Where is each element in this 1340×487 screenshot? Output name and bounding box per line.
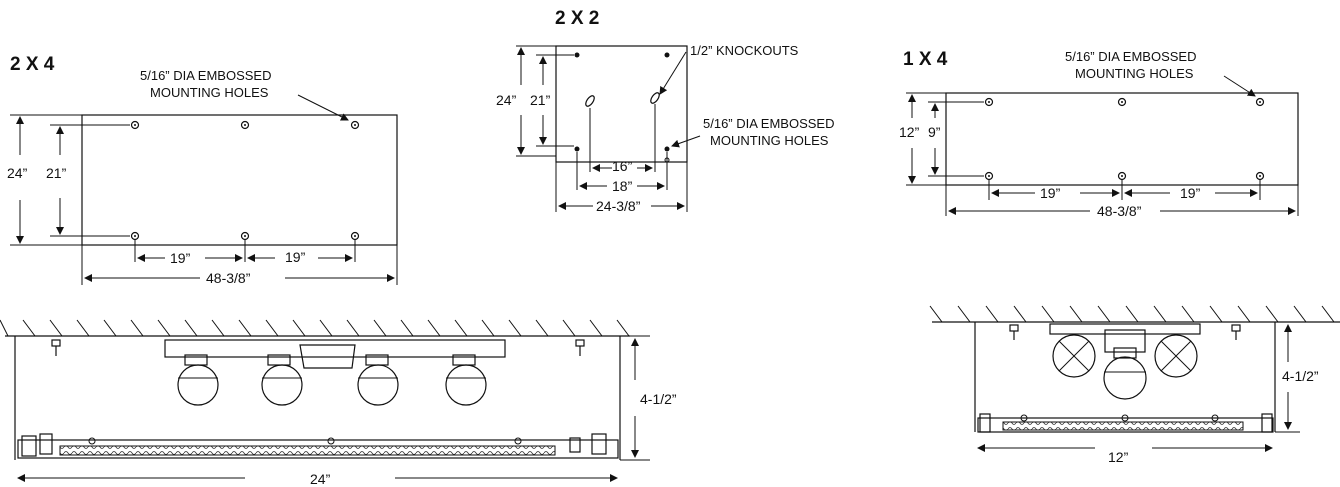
panel-2x2-width: 24-3/8” <box>596 198 641 214</box>
panel-1x4-height-inner: 9” <box>928 124 941 140</box>
section-large-width: 24” <box>310 471 331 487</box>
lamps <box>1052 334 1198 400</box>
ceiling-hatch <box>0 319 630 337</box>
callout-leader <box>297 94 349 121</box>
panel-1x4-outline <box>945 92 1299 186</box>
door-frame <box>977 413 1274 433</box>
panel-1x4-width: 48-3/8” <box>1097 203 1142 219</box>
panel-2x4-height-outer: 24” <box>7 165 28 181</box>
panel-2x4-callout-line1: 5/16” DIA EMBOSSED <box>140 68 272 83</box>
door-frame <box>17 433 619 459</box>
section-view-large: 4-1/2” 24” <box>0 319 677 487</box>
panel-2x2: 2 X 2 1/2” KNOCKOUTS 5/16” DIA EMBOSSED … <box>496 8 835 214</box>
mounting-holes <box>574 52 670 152</box>
panel-2x4-spacing-left: 19” <box>170 250 191 266</box>
mounting-bolts <box>1009 324 1241 340</box>
ballast-box <box>299 344 356 369</box>
panel-2x2-title: 2 X 2 <box>555 8 599 29</box>
panel-1x4: 1 X 4 5/16” DIA EMBOSSED MOUNTING HOLES … <box>899 49 1299 219</box>
panel-2x4-title: 2 X 4 <box>10 54 55 75</box>
mounting-holes <box>984 97 1265 181</box>
panel-2x2-callout-line1: 5/16” DIA EMBOSSED <box>703 116 835 131</box>
section-large-depth: 4-1/2” <box>640 391 677 407</box>
panel-2x4-width: 48-3/8” <box>206 270 251 286</box>
section-small-width: 12” <box>1108 449 1129 465</box>
knockouts-leader <box>659 51 687 95</box>
ballast-box <box>1104 329 1146 353</box>
lamp-bracket <box>1049 323 1201 335</box>
panel-2x2-height-inner: 21” <box>530 92 551 108</box>
ceiling-hatch <box>929 305 1335 323</box>
panel-1x4-height-outer: 12” <box>899 124 920 140</box>
panel-2x4-outline <box>81 114 398 246</box>
mounting-bolts <box>51 339 585 356</box>
lamps <box>177 364 487 406</box>
callout-leader <box>671 135 701 148</box>
panel-2x2-spacing-inner: 16” <box>612 158 633 174</box>
lamp-bracket <box>164 339 506 358</box>
panel-2x2-callout-line2: MOUNTING HOLES <box>710 133 829 148</box>
mounting-holes <box>130 120 360 241</box>
panel-2x4-height-inner: 21” <box>46 165 67 181</box>
panel-1x4-title: 1 X 4 <box>903 49 948 70</box>
panel-2x2-height-outer: 24” <box>496 92 517 108</box>
section-small-depth: 4-1/2” <box>1282 368 1319 384</box>
panel-2x2-spacing-middle: 18” <box>612 178 633 194</box>
panel-2x2-outline <box>555 45 688 163</box>
panel-2x4: 2 X 4 5/16” DIA EMBOSSED MOUNTING HOLES … <box>7 54 398 286</box>
knockouts <box>585 92 670 163</box>
panel-2x4-callout-line2: MOUNTING HOLES <box>150 85 269 100</box>
panel-1x4-callout-line2: MOUNTING HOLES <box>1075 66 1194 81</box>
panel-1x4-spacing-right: 19” <box>1180 185 1201 201</box>
panel-2x4-spacing-right: 19” <box>285 249 306 265</box>
panel-2x2-knockouts-label: 1/2” KNOCKOUTS <box>690 43 799 58</box>
panel-1x4-callout-line1: 5/16” DIA EMBOSSED <box>1065 49 1197 64</box>
section-view-small: 4-1/2” 12” <box>929 305 1340 465</box>
panel-1x4-spacing-left: 19” <box>1040 185 1061 201</box>
